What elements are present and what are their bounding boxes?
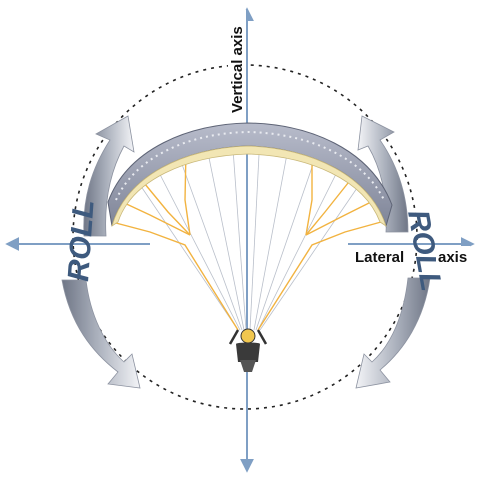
suspension-lines — [111, 134, 382, 331]
roll-arrow-left-lower — [61, 279, 141, 389]
roll-arrow-left-upper — [83, 115, 135, 237]
vertical-axis-label-bg — [228, 10, 246, 115]
axis-label-bg — [436, 246, 470, 264]
lateral-label: Lateral — [355, 249, 404, 266]
vertical-axis-label: Vertical axis — [229, 26, 246, 113]
paraglider-wing — [107, 122, 393, 228]
lateral-label-bg — [354, 246, 406, 264]
pilot-figure — [228, 328, 268, 372]
roll-label-left: ROLL — [62, 199, 101, 283]
roll-arrow-right-lower — [355, 277, 431, 389]
axis-label: axis — [438, 249, 467, 266]
